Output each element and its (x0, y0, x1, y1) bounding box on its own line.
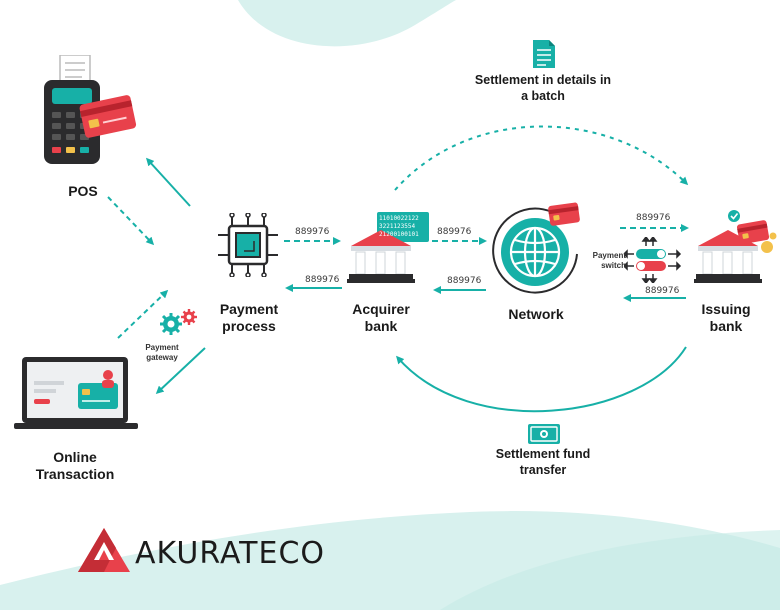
globe-icon (492, 202, 580, 294)
payment-switch-icon (624, 237, 682, 283)
acquirer-label-line: bank (364, 318, 398, 334)
payment-process-label: Payment process (202, 301, 296, 335)
binary-line: 3221123554 (379, 223, 416, 230)
amount-issuing-to-network: 889976 (645, 286, 680, 296)
acquirer-bank-icon (347, 212, 429, 283)
payment-process-line: process (222, 318, 276, 334)
pos-terminal-icon (44, 55, 137, 164)
payment-gateway-label: Payment gateway (140, 343, 184, 363)
online-label-line: Transaction (35, 466, 115, 482)
binary-line: 21200100101 (379, 231, 419, 238)
payment-gateway-icon (160, 309, 197, 335)
amount-network-to-issuing: 889976 (636, 213, 671, 223)
arc-settlement-batch (394, 125, 689, 191)
acquirer-label-line: Acquirer (352, 301, 410, 317)
gateway-label-line: Payment (145, 343, 179, 352)
document-icon (533, 40, 555, 68)
pos-label: POS (68, 183, 98, 199)
arc-settlement-fund (396, 346, 687, 413)
payment-process-line: Payment (219, 301, 279, 317)
amount-pp-to-acquirer: 889976 (295, 227, 330, 237)
network-label: Network (508, 306, 564, 322)
online-label-line: Online (53, 449, 97, 465)
laptop-icon (14, 357, 138, 429)
acquirer-bank-label: Acquirer bank (340, 301, 422, 335)
amount-acquirer-to-network: 889976 (437, 227, 472, 237)
chip-icon (218, 213, 278, 277)
amount-network-to-acquirer: 889976 (447, 276, 482, 286)
issuing-bank-label: Issuing bank (688, 301, 764, 335)
settlement-fund-line: transfer (519, 463, 567, 477)
arrow-pos-to-pp (107, 196, 155, 246)
brand-wordmark: AKURATECO (135, 536, 326, 571)
settlement-batch-line: Settlement in details in (474, 73, 612, 87)
banknote-icon (528, 424, 560, 444)
arrow-online-to-pp (117, 289, 169, 339)
arrow-pp-to-pos (145, 157, 191, 207)
arrow-pp-to-online (155, 347, 206, 395)
switch-label-line: Payment (592, 251, 626, 260)
settlement-batch-label: Settlement in details in a batch (462, 72, 624, 104)
issuing-label-line: bank (709, 318, 743, 334)
gateway-label-line: gateway (146, 353, 178, 362)
brand-logo-icon (78, 528, 130, 572)
settlement-fund-line: Settlement fund (495, 447, 591, 461)
settlement-fund-label: Settlement fund transfer (480, 446, 606, 478)
binary-line: 11010022122 (379, 215, 419, 222)
settlement-batch-line: a batch (521, 89, 565, 103)
issuing-label-line: Issuing (701, 301, 751, 317)
amount-acquirer-to-pp: 889976 (305, 275, 340, 285)
binary-data-text: 11010022122 3221123554 21200100101 (379, 215, 429, 239)
issuing-bank-icon (694, 210, 777, 283)
online-transaction-label: Online Transaction (20, 449, 130, 483)
payment-switch-label: Payment switch (580, 251, 626, 271)
switch-label-line: switch (601, 261, 626, 270)
